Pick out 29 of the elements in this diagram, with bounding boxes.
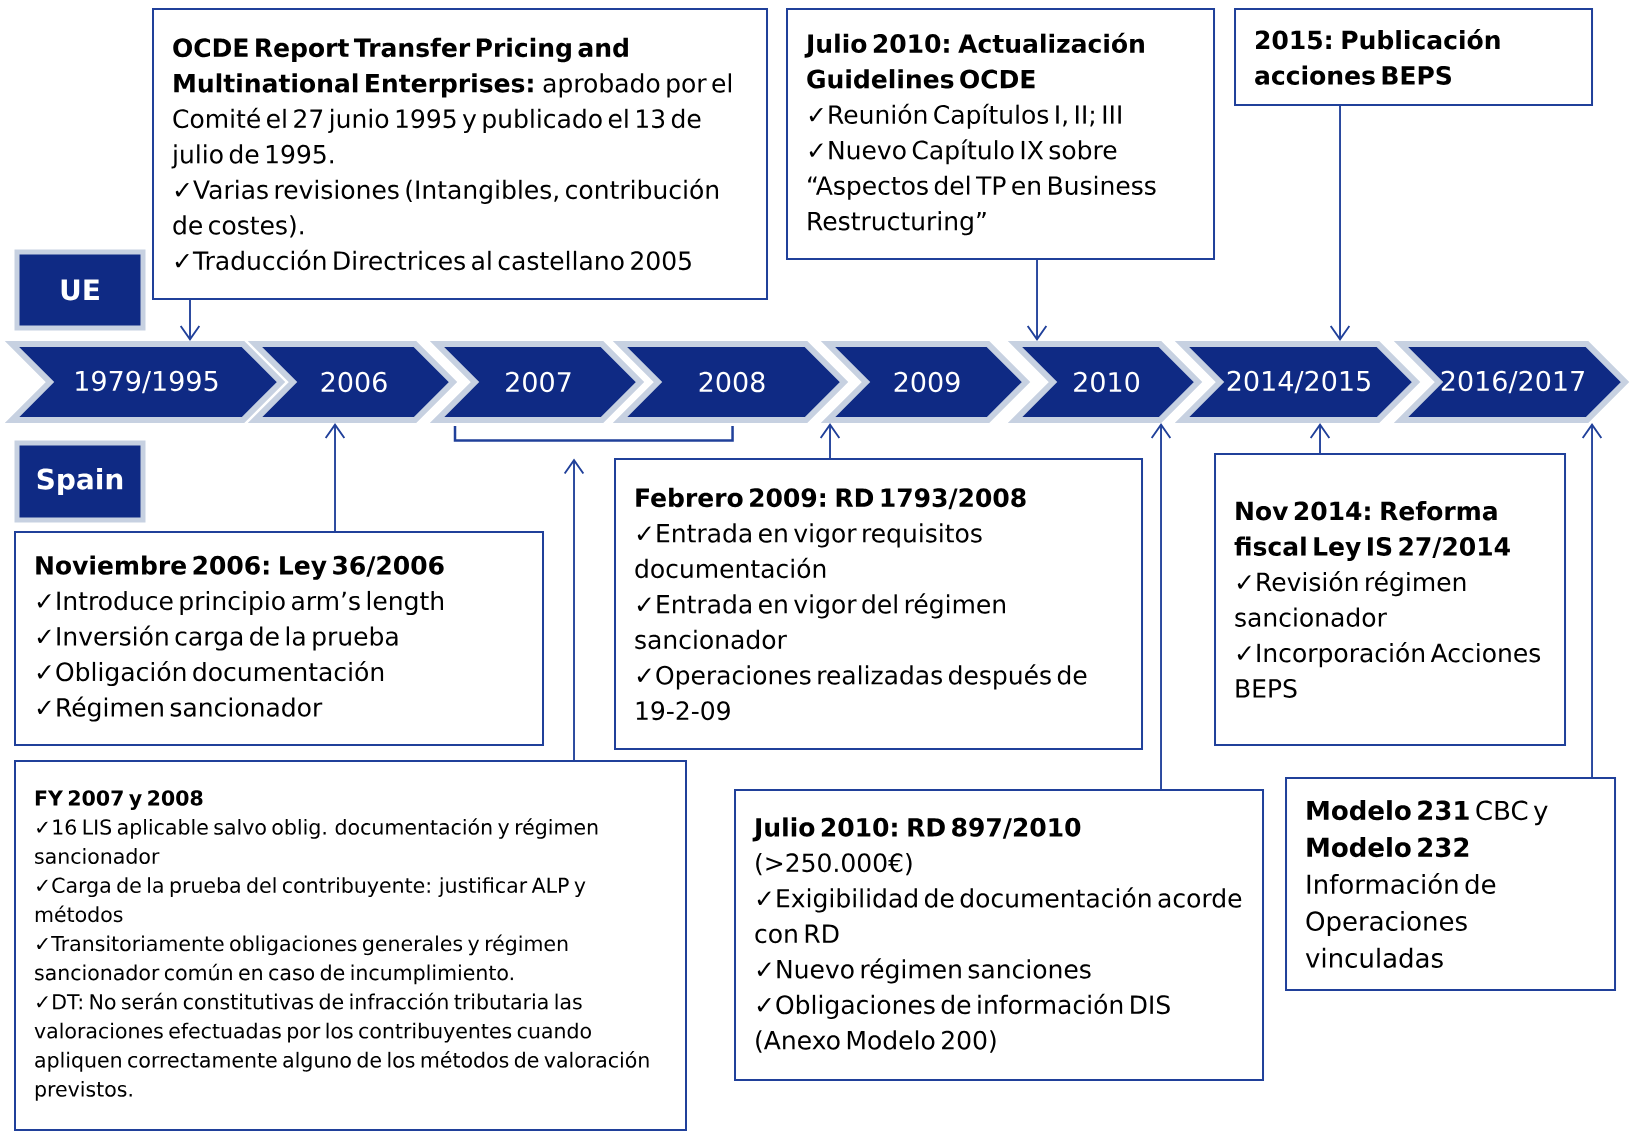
year-band: 2010 [1007, 341, 1203, 423]
text-box: FY 2007 y 2008 ✓16 LIS aplicable salvo oblig. documentación y régimen sancionador ✓Carga de la prueba del contribuyente: justificar ALP y métodos ✓Transitoriamente obligaciones generales y régimen sancionador común en caso de incumplimiento. ✓DT: No serán constitutivas de infracción tributaria las valoraciones efectuadas por los contribuyentes cuando apliquen correctamente alguno de los métodos de valoración previstos. [14, 760, 687, 1131]
arrow [1581, 423, 1603, 778]
text-box: Nov 2014: Reforma fiscal Ley IS 27/2014 ✓Revisión régimen sancionador ✓Incorporación Acciones BEPS [1214, 453, 1566, 746]
year-band: 2006 [247, 341, 458, 423]
year-band: 2016/2017 [1393, 341, 1630, 423]
year-band: 2008 [612, 341, 849, 423]
text-box: Julio 2010: Actualización Guidelines OCDE ✓Reunión Capítulos I, II; III ✓Nuevo Capítulo IX sobre “Aspectos del TP en Business Restructuring” [786, 8, 1215, 260]
region-label: Spain [14, 440, 146, 523]
arrow [1329, 105, 1351, 341]
bracket [453, 426, 734, 442]
year-band: 1979/1995 [4, 341, 286, 423]
arrow [1309, 423, 1331, 454]
arrow [819, 423, 841, 459]
arrow [324, 423, 346, 532]
arrow [1026, 259, 1048, 341]
year-band: 2007 [429, 341, 645, 423]
region-label: UE [14, 249, 146, 331]
text-box: Febrero 2009: RD 1793/2008 ✓Entrada en vigor requisitos documentación ✓Entrada en vigor del régimen sancionador ✓Operaciones realizadas después de 19-2-09 [614, 458, 1143, 750]
text-box: Modelo 231 CBC y Modelo 232 Información de Operaciones vinculadas [1285, 777, 1617, 991]
text-box: Noviembre 2006: Ley 36/2006 ✓Introduce principio arm’s length ✓Inversión carga de la prueba ✓Obligación documentación ✓Régimen sancionador [14, 531, 544, 746]
text-box: 2015: Publicación acciones BEPS [1234, 8, 1593, 106]
arrow [179, 299, 201, 341]
arrow [1150, 423, 1172, 790]
arrow [563, 458, 585, 761]
year-band: 2009 [820, 341, 1031, 423]
text-box: OCDE Report Transfer Pricing and Multinational Enterprises: aprobado por el Comité el 27 junio 1995 y publicado el 13 de julio de 1995. ✓Varias revisiones (Intangibles, contribución de costes). ✓Traducción Directrices al castellano 2005 [152, 8, 768, 300]
text-box: Julio 2010: RD 897/2010 (>250.000€) ✓Exigibilidad de documentación acorde con RD ✓Nuevo régimen sanciones ✓Obligaciones de información DIS (Anexo Modelo 200) [734, 789, 1264, 1081]
year-band: 2014/2015 [1174, 341, 1421, 423]
